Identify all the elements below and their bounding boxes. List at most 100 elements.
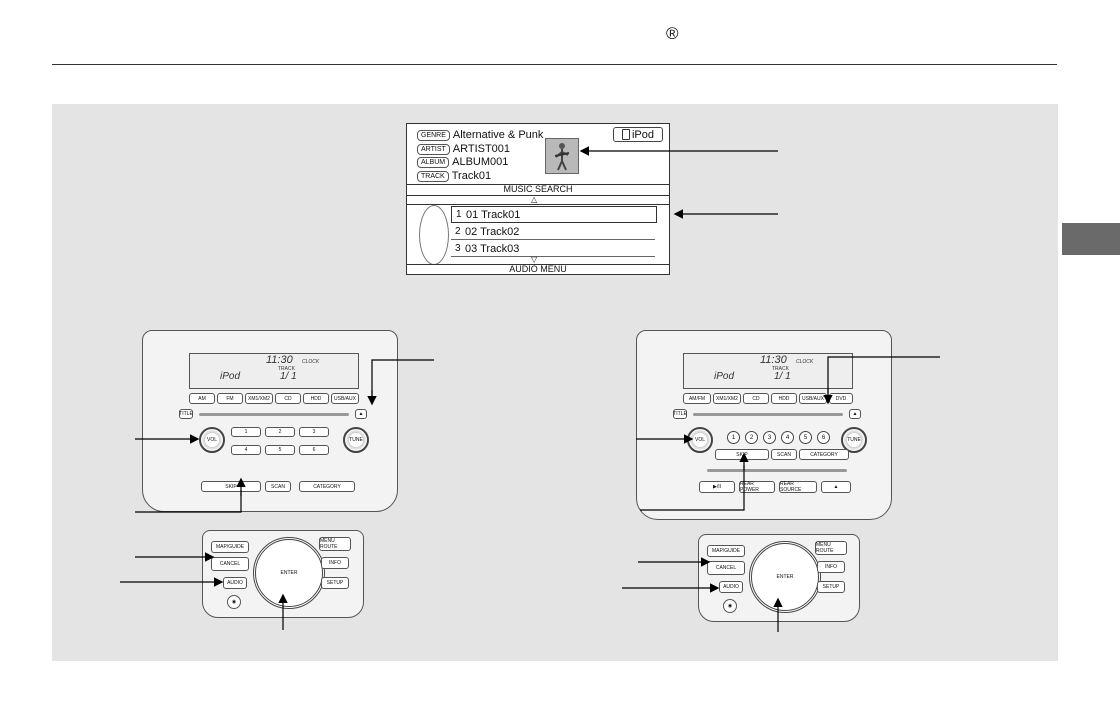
menu-route-button[interactable]: MENU ROUTE [815,541,847,555]
left-audio-console: 11:30 CLOCK TRACK iPod 1/ 1 AM FM XM1/XM… [142,330,398,512]
band-button-cd[interactable]: CD [275,393,301,404]
section-tab [1062,223,1120,255]
album-art-image [545,138,579,174]
scroll-down-icon[interactable]: ▽ [531,255,538,264]
preset-button-6[interactable]: 6 [817,431,830,444]
category-button[interactable]: CATEGORY [299,481,355,492]
track-value: Track01 [451,170,492,182]
left-nav-panel: MAP/GUIDE CANCEL AUDIO ◉ ENTER MENU ROUT… [202,530,364,618]
title-button[interactable]: TITLE [179,409,193,419]
artist-tag: ARTIST [417,143,450,155]
right-source: iPod [714,371,735,382]
eject-button[interactable]: ▲ [355,409,367,419]
band-button-am-fm[interactable]: AM/FM [683,393,711,404]
band-button-xm[interactable]: XM1/XM2 [713,393,741,404]
screen-divider [407,195,669,196]
tune-knob[interactable]: TUNE [841,427,867,453]
cancel-button[interactable]: CANCEL [211,557,249,571]
right-audio-console: 11:30 CLOCK TRACK iPod 1/ 1 AM/FM XM1/XM… [636,330,892,520]
audio-button[interactable]: AUDIO [719,581,743,593]
scroll-up-icon[interactable]: △ [531,195,538,204]
music-search-label[interactable]: MUSIC SEARCH [503,184,573,194]
rear-source-button[interactable]: REAR SOURCE [779,481,817,493]
info-button[interactable]: INFO [321,557,349,569]
track-list-item[interactable]: 3 03 Track03 [451,241,655,257]
rear-power-button[interactable]: REAR POWER [739,481,775,493]
track-list: 1 01 Track01 2 02 Track02 3 03 Track03 [407,205,669,265]
track-row: TRACK Track01 [417,169,491,183]
enter-jog-dial[interactable]: ENTER [749,541,821,613]
audio-menu-label[interactable]: AUDIO MENU [509,264,567,274]
skip-button[interactable]: SKIP [201,481,261,492]
left-track-label: TRACK [278,366,295,372]
info-button[interactable]: INFO [817,561,845,573]
ipod-icon [621,129,630,140]
title-button[interactable]: TITLE [673,409,687,419]
track-number: 3 [455,243,461,254]
band-button-hdd[interactable]: HDD [303,393,329,404]
category-button[interactable]: CATEGORY [799,449,849,460]
right-lcd-display: 11:30 CLOCK TRACK iPod 1/ 1 [683,353,853,389]
cancel-button[interactable]: CANCEL [707,561,745,575]
track-tag: TRACK [417,170,449,182]
vol-knob[interactable]: VOL [199,427,225,453]
preset-button-1[interactable]: 1 [727,431,740,444]
band-button-fm[interactable]: FM [217,393,243,404]
leader-skip-right [640,465,745,511]
preset-button-2[interactable]: 2 [745,431,758,444]
leader-usb-aux-left [371,359,434,400]
dvd-slot [707,469,847,472]
play-pause-button[interactable]: ▶/II [699,481,735,493]
leader-skip-left [135,490,242,513]
preset-button-6[interactable]: 6 [299,445,329,455]
band-button-am[interactable]: AM [189,393,215,404]
track-list-item[interactable]: 1 01 Track01 [451,206,657,223]
rear-eject-button[interactable]: ▲ [821,481,851,493]
left-lcd-display: 11:30 CLOCK TRACK iPod 1/ 1 [189,353,359,389]
band-button-hdd[interactable]: HDD [771,393,797,404]
tune-knob[interactable]: TUNE [343,427,369,453]
map-guide-button[interactable]: MAP/GUIDE [211,541,249,553]
album-value: ALBUM001 [452,156,509,168]
header-rule [52,64,1057,65]
disc-slot [693,413,843,416]
preset-button-5[interactable]: 5 [799,431,812,444]
menu-route-button[interactable]: MENU ROUTE [319,537,351,551]
leader-usb-aux-right [827,356,940,395]
setup-button[interactable]: SETUP [321,577,349,589]
preset-button-4[interactable]: 4 [781,431,794,444]
setup-button[interactable]: SETUP [817,581,845,593]
track-title: 03 Track03 [465,242,520,255]
preset-button-2[interactable]: 2 [265,427,295,437]
artist-value: ARTIST001 [452,143,511,155]
genre-tag: GENRE [417,129,450,141]
preset-button-1[interactable]: 1 [231,427,261,437]
preset-button-3[interactable]: 3 [763,431,776,444]
preset-button-3[interactable]: 3 [299,427,329,437]
preset-button-5[interactable]: 5 [265,445,295,455]
ipod-badge: iPod [613,127,663,142]
screen-divider [407,184,669,185]
track-number: 2 [455,226,461,237]
track-list-item[interactable]: 2 02 Track02 [451,224,655,240]
preset-button-4[interactable]: 4 [231,445,261,455]
voice-button[interactable]: ◉ [227,595,241,609]
band-button-usb-aux[interactable]: USB/AUX [331,393,359,404]
voice-button[interactable]: ◉ [723,599,737,613]
scan-button[interactable]: SCAN [265,481,291,492]
band-button-cd[interactable]: CD [743,393,769,404]
eject-button[interactable]: ▲ [849,409,861,419]
left-track-index: 1/ 1 [280,371,297,382]
album-row: ALBUM ALBUM001 [417,155,508,169]
left-source: iPod [220,371,241,382]
band-button-xm[interactable]: XM1/XM2 [245,393,273,404]
map-guide-button[interactable]: MAP/GUIDE [707,545,745,557]
track-number: 1 [456,209,462,220]
artist-row: ARTIST ARTIST001 [417,142,510,156]
audio-button[interactable]: AUDIO [223,577,247,589]
right-track-label: TRACK [772,366,789,372]
enter-jog-dial[interactable]: ENTER [253,537,325,609]
track-title: 02 Track02 [465,225,520,238]
scan-button[interactable]: SCAN [771,449,797,460]
